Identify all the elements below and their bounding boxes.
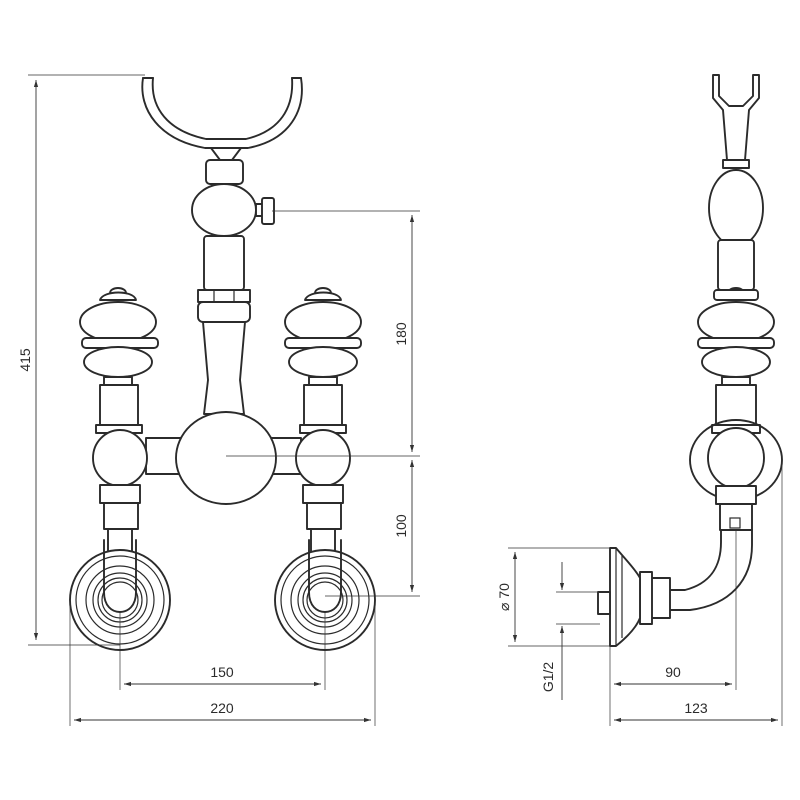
dim-overall-height: 415 — [17, 348, 33, 372]
diverter-knob — [255, 197, 275, 225]
left-valve — [79, 287, 159, 590]
side-wall-flange — [609, 547, 641, 647]
diverter-body — [191, 183, 257, 237]
dim-overall-depth: 123 — [684, 700, 708, 716]
dim-thread-size: G1/2 — [540, 662, 556, 693]
shower-cradle — [141, 77, 303, 149]
dim-overall-width: 220 — [210, 700, 234, 716]
dim-center-distance: 150 — [210, 664, 234, 680]
mixer-body — [175, 411, 277, 505]
dim-upper-height: 180 — [393, 322, 409, 346]
side-outlet-pipe — [667, 529, 722, 591]
dim-inner-depth: 90 — [665, 664, 681, 680]
dim-lower-height: 100 — [393, 514, 409, 538]
front-view: 415 180 100 150 220 — [17, 74, 420, 726]
side-view: ⌀ 70 G1/2 90 123 — [496, 74, 783, 726]
side-cradle — [712, 74, 760, 161]
dim-flange-diameter: ⌀ 70 — [496, 583, 512, 611]
